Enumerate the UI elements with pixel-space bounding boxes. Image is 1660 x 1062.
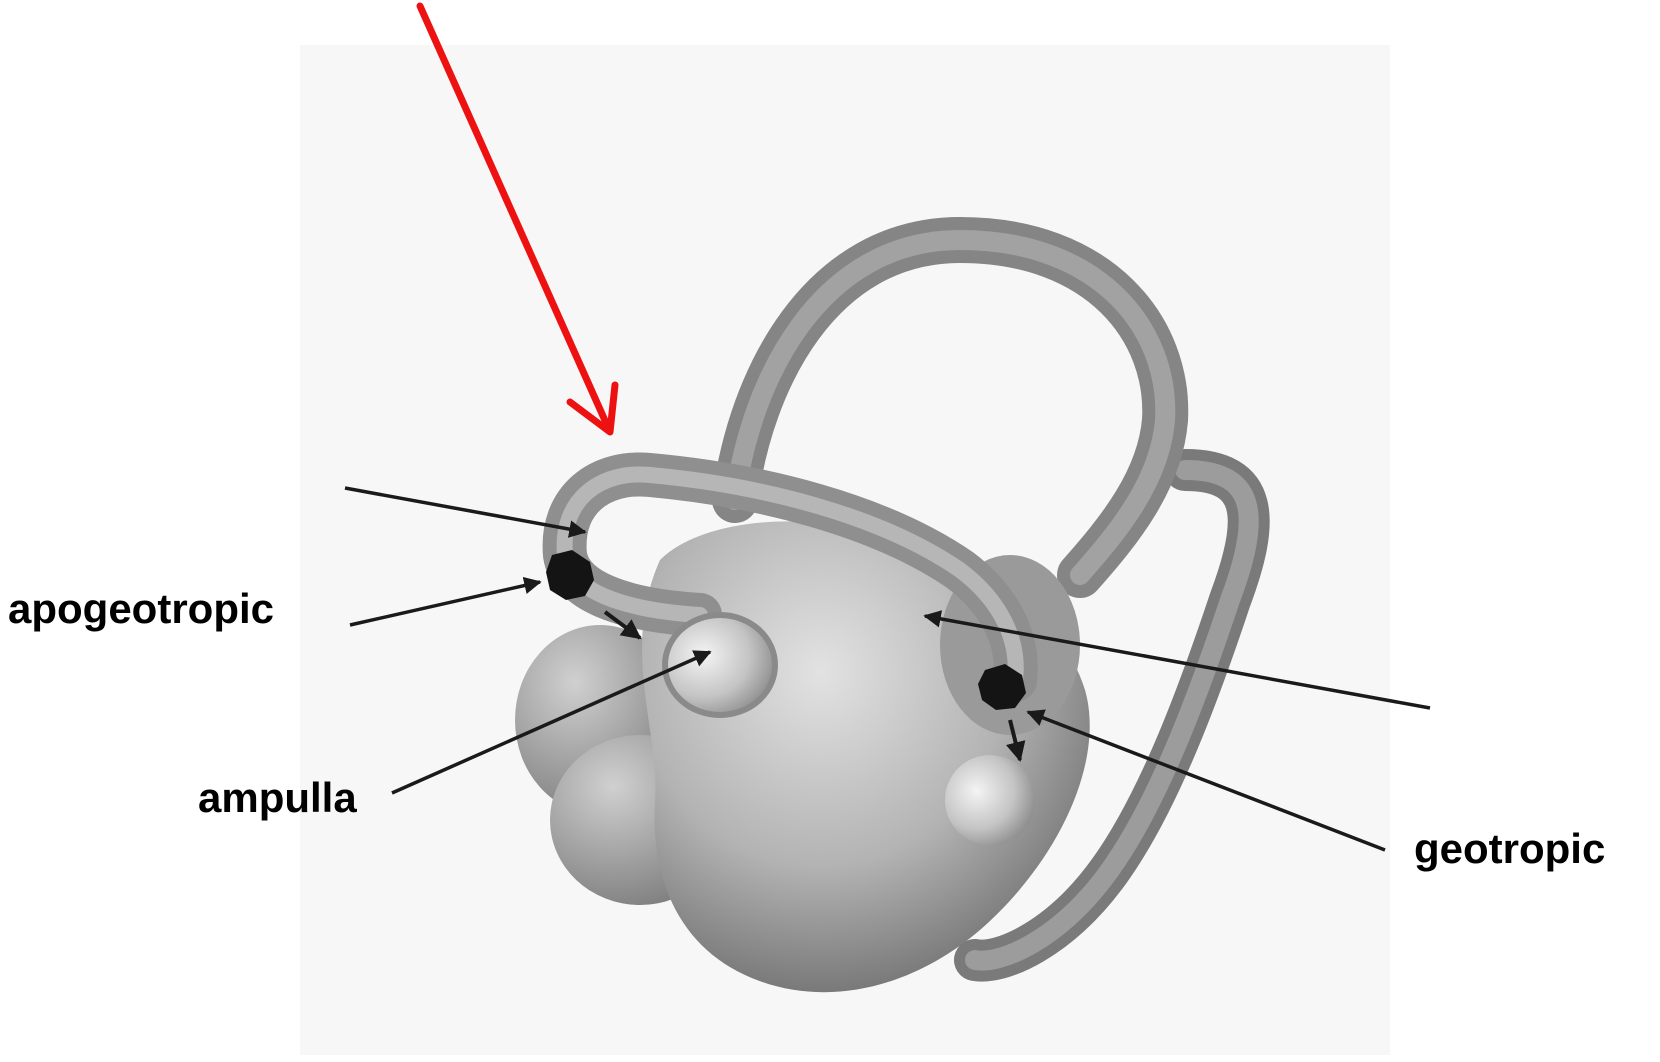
right-ampulla xyxy=(945,755,1035,845)
label-geotropic: geotropic xyxy=(1414,828,1605,870)
label-apogeotropic: apogeotropic xyxy=(8,588,274,630)
label-ampulla: ampulla xyxy=(198,777,357,819)
